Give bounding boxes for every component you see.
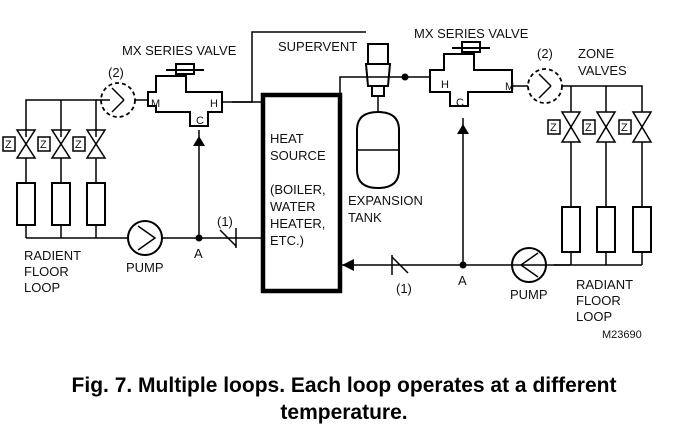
right-optional-circulator	[527, 68, 563, 104]
left-zone-valve-2: Z	[37, 129, 72, 159]
radiant-label-3: LOOP	[576, 309, 612, 324]
radient-label-1: RADIENT	[24, 248, 81, 263]
zone-valve-z: Z	[585, 122, 592, 134]
left-pump	[127, 220, 163, 256]
pump-left-label: PUMP	[126, 260, 164, 275]
right-zone-valves: Z Z Z	[547, 111, 653, 143]
right-valve-port-c: C	[456, 97, 464, 109]
zone-valves-label-1: ZONE	[578, 46, 614, 61]
right-circulator-mark	[538, 85, 552, 99]
radient-label-3: LOOP	[24, 280, 60, 295]
right-bypass-arrow	[457, 124, 469, 134]
left-zone-valve-1: Z	[2, 129, 37, 159]
heat-source-label-2: SOURCE	[270, 148, 326, 163]
right-valve-port-h: H	[441, 79, 449, 91]
figure-caption: Fig. 7. Multiple loops. Each loop operat…	[0, 372, 688, 426]
left-valve-port-c: C	[196, 115, 204, 127]
right-zone-valve-2: Z	[582, 111, 617, 143]
right-mx-valve: H M C	[429, 41, 514, 109]
return-arrow	[342, 259, 354, 271]
supervent	[364, 43, 392, 112]
right-valve-port-m: M	[505, 81, 514, 93]
caption-line-2: temperature.	[280, 401, 408, 424]
zone-valve-z: Z	[621, 122, 628, 134]
left-radient-loops	[16, 158, 128, 239]
mx-valve-right-label: MX SERIES VALVE	[414, 26, 529, 41]
figure-id: M23690	[602, 329, 642, 341]
note-1-right: (1)	[396, 281, 412, 296]
pump-right-label: PUMP	[510, 287, 548, 302]
left-check-valve	[219, 228, 237, 248]
right-header-pipe	[562, 85, 643, 112]
note-2-left: (2)	[108, 65, 124, 80]
expansion-label-1: EXPANSION	[348, 193, 423, 208]
right-pump	[511, 247, 547, 283]
expansion-tank	[356, 110, 400, 190]
radient-label-2: FLOOR	[24, 264, 69, 279]
right-radiant-loops	[554, 142, 652, 266]
left-circulator-mark	[111, 99, 125, 113]
heat-source-label-5: HEATER,	[270, 216, 325, 231]
heat-source-label-6: ETC.)	[270, 233, 304, 248]
top-crossover-pipe	[232, 31, 366, 103]
left-zone-valves: Z Z Z	[2, 129, 107, 159]
caption-line-1: Fig. 7. Multiple loops. Each loop operat…	[71, 374, 617, 397]
radiant-label-2: FLOOR	[576, 293, 621, 308]
heat-source-supply-pipe	[339, 76, 405, 103]
point-a-right: A	[458, 273, 467, 288]
left-valve-port-m: M	[151, 98, 160, 110]
right-circulator-mark	[538, 73, 552, 87]
left-zone-valve-3: Z	[72, 129, 107, 159]
heat-source-label-4: WATER	[270, 199, 316, 214]
expansion-label-2: TANK	[348, 210, 382, 225]
left-junction-a	[195, 234, 203, 242]
right-zone-valve-3: Z	[618, 111, 653, 143]
mx-valve-left-label: MX SERIES VALVE	[122, 43, 237, 58]
left-valve-port-h: H	[210, 98, 218, 110]
right-check-valve	[391, 255, 409, 275]
left-bypass-arrow	[193, 136, 205, 146]
zone-valve-z: Z	[5, 139, 12, 151]
zone-valve-z: Z	[550, 122, 557, 134]
zone-valve-z: Z	[75, 139, 82, 151]
heat-source-box	[260, 92, 343, 294]
note-1-left: (1)	[217, 214, 233, 229]
point-a-left: A	[194, 246, 203, 261]
heat-source-label-3: (BOILER,	[270, 182, 326, 197]
zone-valves-label-2: VALVES	[578, 63, 627, 78]
left-circulator-mark	[111, 87, 125, 101]
radiant-label-1: RADIANT	[576, 277, 633, 292]
right-zone-valve-1: Z	[547, 111, 582, 143]
note-2-right: (2)	[537, 46, 553, 61]
heat-source-label-1: HEAT	[270, 131, 304, 146]
zone-valve-z: Z	[40, 139, 47, 151]
supervent-label: SUPERVENT	[278, 39, 357, 54]
left-mx-valve: M H C	[147, 63, 223, 127]
